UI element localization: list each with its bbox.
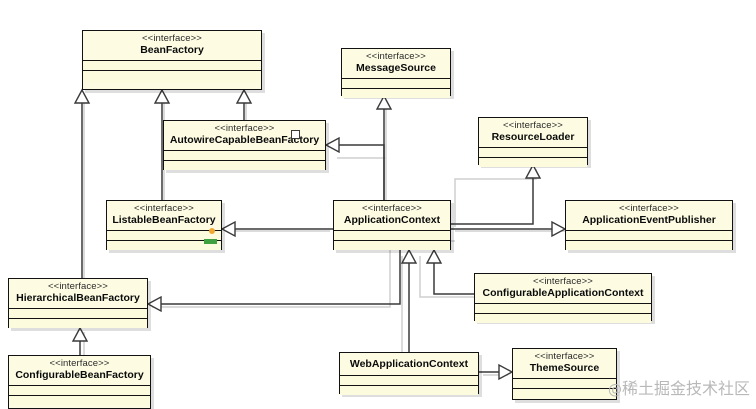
edge-applicationcontext-to-applicationeventpublisher xyxy=(451,220,567,238)
uml-class-configurableapplicationcontext[interactable]: <<interface>> ConfigurableApplicationCon… xyxy=(474,273,652,324)
class-name-label: MessageSource xyxy=(356,61,436,74)
operations-compartment xyxy=(9,318,147,329)
uml-class-header: <<interface>> AutowireCapableBeanFactory xyxy=(164,121,325,150)
edge-configurablebeanfactory-to-hierarchicalbeanfactory xyxy=(71,326,89,355)
uml-class-header: <<interface>> MessageSource xyxy=(342,49,450,78)
stereotype-label: <<interface>> xyxy=(48,281,108,292)
stereotype-label: <<interface>> xyxy=(214,123,275,134)
class-name-label: BeanFactory xyxy=(140,43,204,56)
operations-compartment xyxy=(340,384,478,395)
attributes-compartment xyxy=(475,303,651,314)
attributes-compartment xyxy=(566,230,732,241)
uml-class-messagesource[interactable]: <<interface>> MessageSource xyxy=(341,48,451,99)
stereotype-label: <<interface>> xyxy=(503,120,563,131)
operations-compartment xyxy=(513,388,616,399)
stereotype-label: <<interface>> xyxy=(134,203,194,214)
edge-listablebeanfactory-to-beanfactory xyxy=(153,88,171,200)
watermark-text: 稀土掘金技术社区 xyxy=(621,379,750,398)
edge-configurableapplicationcontext-to-applicationcontext xyxy=(425,248,474,295)
stereotype-label: <<interface>> xyxy=(366,51,426,62)
attributes-compartment xyxy=(83,60,261,71)
operations-compartment xyxy=(475,313,651,324)
class-name-label: HierarchicalBeanFactory xyxy=(16,291,140,304)
uml-class-header: <<interface>> HierarchicalBeanFactory xyxy=(9,279,147,308)
edge-autowirecapablebeanfactory-to-beanfactory xyxy=(235,88,253,120)
operations-compartment xyxy=(83,70,261,84)
uml-class-header: <<interface>> BeanFactory xyxy=(83,31,261,60)
watermark: @稀土掘金技术社区 xyxy=(608,375,750,399)
attributes-compartment xyxy=(513,378,616,389)
edge-applicationcontext-to-listablebeanfactory xyxy=(220,220,333,238)
attributes-compartment xyxy=(107,230,221,241)
operations-compartment xyxy=(164,160,325,171)
class-name-label: ListableBeanFactory xyxy=(112,213,216,226)
operations-compartment xyxy=(566,240,732,251)
class-name-label: ConfigurableBeanFactory xyxy=(15,368,144,381)
stereotype-label: <<interface>> xyxy=(49,358,110,369)
edge-applicationcontext-to-hierarchicalbeanfactory xyxy=(146,250,401,313)
uml-class-autowirecapablebeanfactory[interactable]: <<interface>> AutowireCapableBeanFactory xyxy=(163,120,326,171)
stereotype-label: <<interface>> xyxy=(362,203,422,214)
stereotype-label: <<interface>> xyxy=(619,203,679,214)
stereotype-label: <<interface>> xyxy=(142,33,202,44)
uml-class-header: <<interface>> ConfigurableBeanFactory xyxy=(9,356,150,385)
uml-class-webapplicationcontext[interactable]: WebApplicationContext xyxy=(339,352,479,395)
attributes-compartment xyxy=(334,230,450,241)
class-name-label: WebApplicationContext xyxy=(349,358,469,370)
edge-webapplicationcontext-to-themesource xyxy=(479,363,514,381)
operations-compartment xyxy=(342,88,450,99)
attributes-compartment xyxy=(9,308,147,319)
attributes-compartment xyxy=(340,374,478,385)
uml-class-listablebeanfactory[interactable]: <<interface>> ListableBeanFactory xyxy=(106,200,222,251)
uml-class-beanfactory[interactable]: <<interface>> BeanFactory xyxy=(82,30,262,90)
edge-webapplicationcontext-to-applicationcontext xyxy=(400,248,418,352)
edge-shadows xyxy=(83,94,569,376)
uml-class-header: WebApplicationContext xyxy=(340,353,478,375)
class-name-label: ApplicationEventPublisher xyxy=(582,213,716,226)
stereotype-label: <<interface>> xyxy=(534,351,595,362)
stereotype-label: <<interface>> xyxy=(533,276,593,287)
edge-hierarchicalbeanfactory-to-beanfactory xyxy=(73,88,91,278)
uml-class-header: <<interface>> ConfigurableApplicationCon… xyxy=(475,274,651,303)
attributes-compartment xyxy=(342,78,450,89)
uml-class-header: <<interface>> ResourceLoader xyxy=(479,118,587,147)
uml-class-themesource[interactable]: <<interface>> ThemeSource xyxy=(512,348,617,400)
class-name-label: ThemeSource xyxy=(529,361,600,374)
edge-applicationcontext-to-resourceloader xyxy=(451,163,542,225)
dot-marker-icon xyxy=(209,228,215,234)
uml-class-header: <<interface>> ListableBeanFactory xyxy=(107,201,221,230)
operations-compartment xyxy=(107,240,221,251)
uml-class-configurablebeanfactory[interactable]: <<interface>> ConfigurableBeanFactory xyxy=(8,355,151,409)
class-name-label: ResourceLoader xyxy=(491,130,575,143)
operations-compartment xyxy=(9,395,150,406)
watermark-at-symbol: @ xyxy=(607,382,622,398)
class-name-label: ApplicationContext xyxy=(343,213,441,226)
bar-marker-icon xyxy=(204,239,217,244)
class-name-label: AutowireCapableBeanFactory xyxy=(169,133,320,146)
edge-applicationcontext-to-autowirecapablebeanfactory xyxy=(324,136,385,200)
uml-class-resourceloader[interactable]: <<interface>> ResourceLoader xyxy=(478,117,588,168)
operations-compartment xyxy=(334,240,450,251)
uml-class-applicationcontext[interactable]: <<interface>> ApplicationContext xyxy=(333,200,451,251)
uml-class-applicationeventpublisher[interactable]: <<interface>> ApplicationEventPublisher xyxy=(565,200,733,251)
uml-class-hierarchicalbeanfactory[interactable]: <<interface>> HierarchicalBeanFactory xyxy=(8,278,148,329)
uml-class-header: <<interface>> ThemeSource xyxy=(513,349,616,378)
class-name-label: ConfigurableApplicationContext xyxy=(482,286,644,299)
attributes-compartment xyxy=(9,385,150,396)
square-marker-icon xyxy=(291,130,300,139)
uml-class-header: <<interface>> ApplicationContext xyxy=(334,201,450,230)
attributes-compartment xyxy=(479,147,587,158)
uml-class-header: <<interface>> ApplicationEventPublisher xyxy=(566,201,732,230)
operations-compartment xyxy=(479,157,587,168)
attributes-compartment xyxy=(164,150,325,161)
